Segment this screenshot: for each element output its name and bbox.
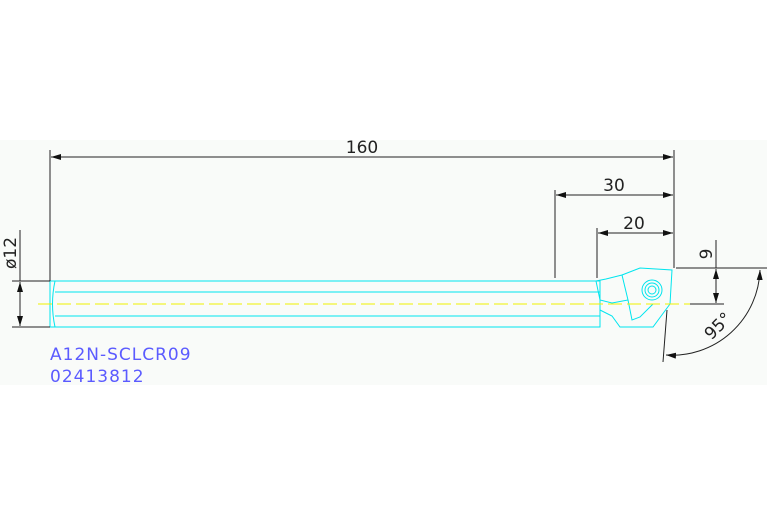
code-label: 02413812 xyxy=(50,367,145,387)
dim-offset: 9 xyxy=(697,249,717,260)
model-label: A12N-SCLCR09 xyxy=(50,345,192,365)
dimension-lines xyxy=(12,150,767,363)
dim-length-20: 20 xyxy=(623,214,645,234)
dim-overall-length: 160 xyxy=(346,138,378,158)
dim-length-30: 30 xyxy=(603,176,625,196)
dim-diameter: ø12 xyxy=(1,237,21,269)
drawing-band xyxy=(0,140,767,385)
